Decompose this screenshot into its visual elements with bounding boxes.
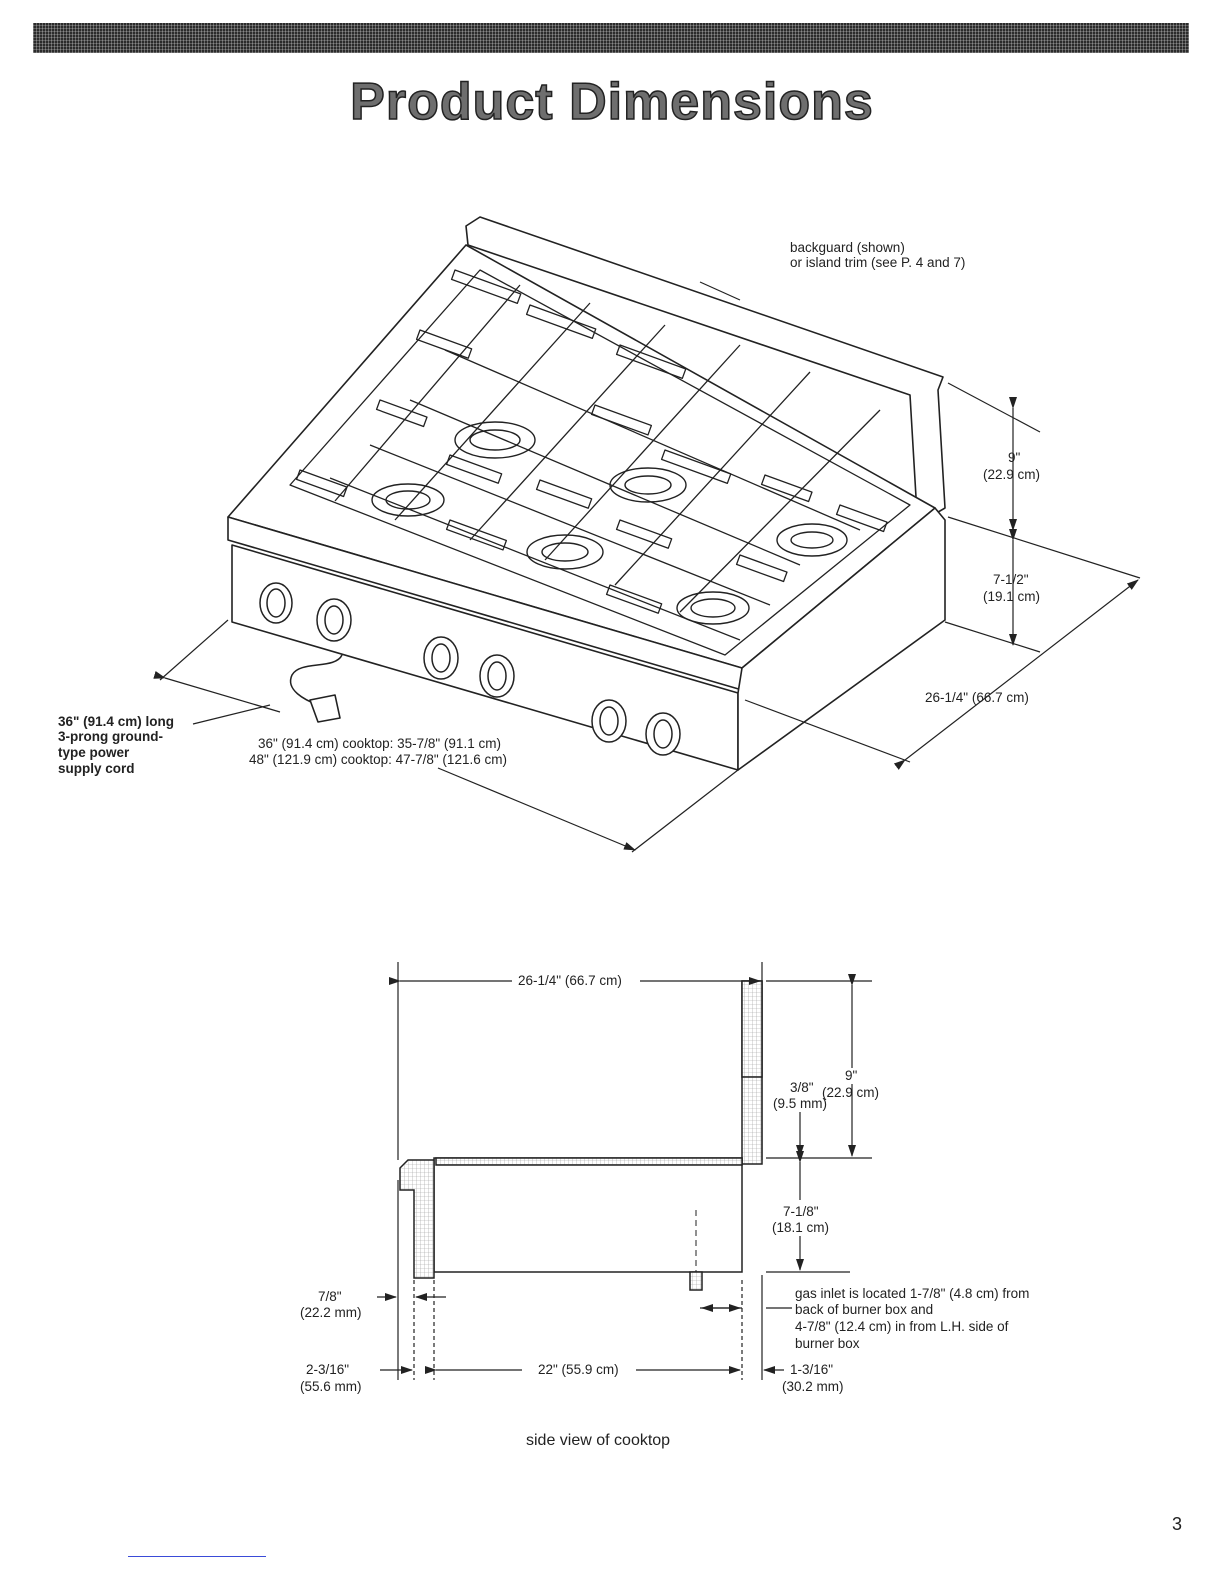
backguard-height-cm: (22.9 cm): [822, 1085, 879, 1100]
gas-inlet: [689, 1271, 703, 1291]
burner-heads: [371, 421, 848, 625]
depth-label: 26-1/4" (66.7 cm): [925, 690, 1029, 705]
gas-note-2: back of burner box and: [795, 1302, 933, 1317]
side-dimension-lines: [377, 962, 872, 1380]
plug: [309, 694, 341, 723]
power-cord: [289, 654, 343, 706]
offset-mm: (55.6 mm): [300, 1379, 362, 1394]
front-lip-mm: (22.2 mm): [300, 1305, 362, 1320]
control-knobs: [259, 582, 681, 756]
backguard-height-in: 9": [845, 1068, 858, 1083]
width-36-label: 36" (91.4 cm) cooktop: 35-7/8" (91.1 cm): [258, 736, 501, 751]
cord-label-3: type power: [58, 745, 130, 760]
cord-label-2: 3-prong ground-: [58, 729, 163, 744]
height-7-5-in: 7-1/2": [993, 572, 1029, 587]
gas-note-3: 4-7/8" (12.4 cm) in from L.H. side of: [795, 1319, 1009, 1334]
front-lip-in: 7/8": [318, 1289, 342, 1304]
cord-label-4: supply cord: [58, 761, 135, 776]
height-9-in: 9": [1008, 450, 1021, 465]
side-view-labels: 26-1/4" (66.7 cm) 9" (22.9 cm) 3/8" (9.5…: [300, 973, 1029, 1449]
cooktop-illustration: [227, 216, 946, 771]
side-front-lip: [399, 1159, 435, 1279]
side-view-caption: side view of cooktop: [526, 1432, 670, 1449]
cord-label-1: 36" (91.4 cm) long: [58, 714, 174, 729]
gas-note-1: gas inlet is located 1-7/8" (4.8 cm) fro…: [795, 1286, 1029, 1301]
thickness-in: 3/8": [790, 1080, 814, 1095]
thickness-mm: (9.5 mm): [773, 1096, 827, 1111]
backguard-note-1: backguard (shown): [790, 240, 905, 255]
height-9-cm: (22.9 cm): [983, 467, 1040, 482]
height-7-5-cm: (19.1 cm): [983, 589, 1040, 604]
top-dimension-lines: [153, 281, 1141, 853]
rear-in: 1-3/16": [790, 1362, 833, 1377]
body-height-cm: (18.1 cm): [772, 1220, 829, 1235]
backguard: [465, 216, 946, 516]
burner-grates: [289, 269, 911, 656]
page-number: 3: [1172, 1514, 1183, 1534]
rear-mm: (30.2 mm): [782, 1379, 844, 1394]
footer-link-underline[interactable]: [128, 1556, 266, 1557]
backguard-note-2: or island trim (see P. 4 and 7): [790, 255, 965, 270]
overall-depth-label: 26-1/4" (66.7 cm): [518, 973, 622, 988]
offset-in: 2-3/16": [306, 1362, 349, 1377]
top-view-labels: backguard (shown) or island trim (see P.…: [58, 240, 1040, 776]
width-48-label: 48" (121.9 cm) cooktop: 47-7/8" (121.6 c…: [249, 752, 507, 767]
side-view-drawing: [399, 980, 763, 1291]
gas-note-4: burner box: [795, 1336, 860, 1351]
body-depth-label: 22" (55.9 cm): [538, 1362, 619, 1377]
header-bar: [33, 23, 1189, 53]
body-height-in: 7-1/8": [783, 1204, 819, 1219]
page-title: Product Dimensions: [349, 72, 874, 132]
